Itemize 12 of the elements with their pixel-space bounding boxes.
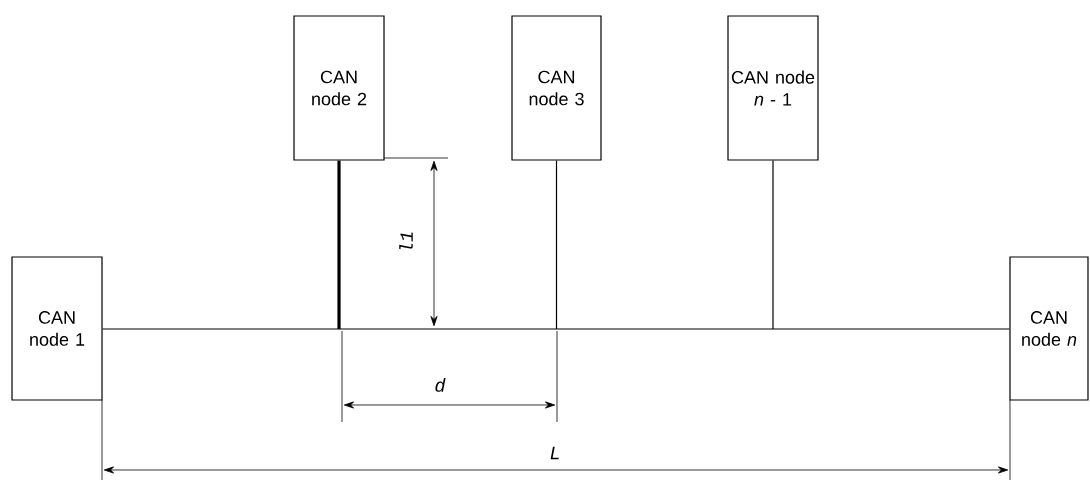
can-node-box: CAN node 1: [11, 256, 103, 401]
can-node-box: CAN node 3: [511, 15, 602, 161]
stub-line: [555, 160, 558, 330]
stub-line: [772, 160, 774, 330]
can-node-box: CAN node 2: [293, 15, 385, 161]
can-node-box: CAN node n: [1009, 256, 1089, 401]
can-node-box: CAN node n - 1: [727, 15, 819, 161]
dimension-label: L: [550, 446, 559, 460]
stub-line: [337, 160, 341, 329]
bus-line: [102, 328, 1010, 330]
dimension-label: l1: [399, 232, 413, 250]
dimension-label: d: [435, 378, 446, 392]
